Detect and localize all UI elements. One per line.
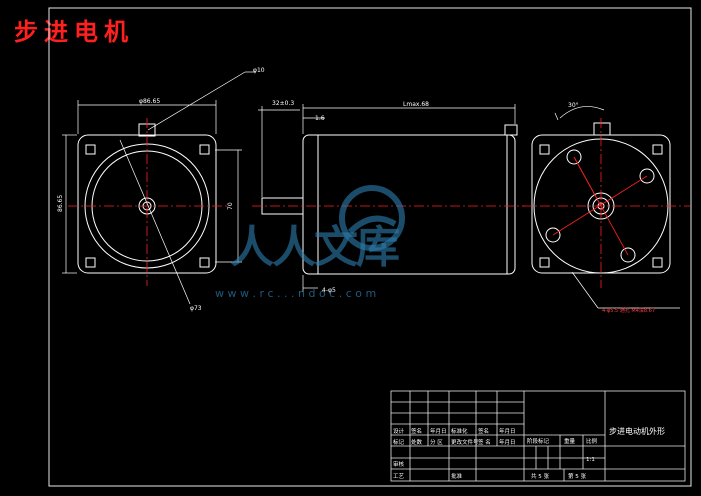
tb-scale: 比例 [586,437,598,445]
title-block [390,390,686,482]
tb-change-doc: 更改文件号 [451,438,479,446]
dim-shaft-key: φ10 [253,67,265,74]
side-dim-lines [258,104,516,292]
tb-approve: 批准 [451,472,463,480]
dim-bolt-circle: φ73 [190,305,202,312]
tb-scale-value: 1:1 [586,457,595,463]
tb-sign: 签 名 [478,438,491,446]
tb-sheet-no: 第 5 张 [568,472,586,480]
tb-review: 审核 [393,460,405,468]
tb-standard-sign: 签名 [478,427,489,435]
tb-process: 工艺 [393,473,405,480]
dim-shaft-length: 32±0.3 [272,100,294,107]
tb-zone: 分 区 [430,438,443,446]
rear-centerlines [522,118,690,288]
tb-design-sign: 签名 [411,427,422,435]
dim-body-length: Lmax.68 [403,101,429,108]
tb-date: 年月日 [499,438,516,446]
tb-standard: 标准化 [451,427,468,435]
watermark-url: w w w . r c . . . n d o c . c o m [215,287,376,300]
dim-pitch-right: 70 [227,202,234,210]
rear-dim-lines [554,106,680,309]
tb-sheets-total: 共 5 张 [531,472,549,480]
dim-note: 4-φ5.5 通孔 M4深8.67 [602,307,655,314]
tb-part-name: 步进电动机外形 [609,426,665,436]
side-view [261,124,518,275]
tb-design-date: 年月日 [430,427,447,435]
drawing-frame [48,7,692,487]
front-dim-lines [62,71,256,305]
title-block-text: 标记 处数 分 区 更改文件号 签 名 年月日 设计 签名 年月日 标准化 签名… [393,427,598,480]
dim-pilot: 4-φ5 [322,287,336,294]
dim-angle: 30° [568,102,579,109]
side-connector [504,124,518,136]
tb-mark: 标记 [393,438,405,446]
tb-standard-date: 年月日 [499,427,516,435]
watermark-logo [339,185,405,251]
page-title: 步进电机 [14,18,134,46]
tb-weight: 重量 [564,437,576,445]
watermark-text: 人人文库 [230,222,399,273]
dim-flange-thickness: 1.6 [315,115,325,122]
tb-count: 处数 [411,438,423,446]
tb-stage: 阶段标记 [527,437,550,445]
front-flange [77,134,217,274]
rear-connector [593,122,611,136]
dim-height-left: 86.65 [57,195,64,212]
tb-design: 设计 [393,427,405,435]
dim-width-top: φ86.65 [139,98,160,105]
